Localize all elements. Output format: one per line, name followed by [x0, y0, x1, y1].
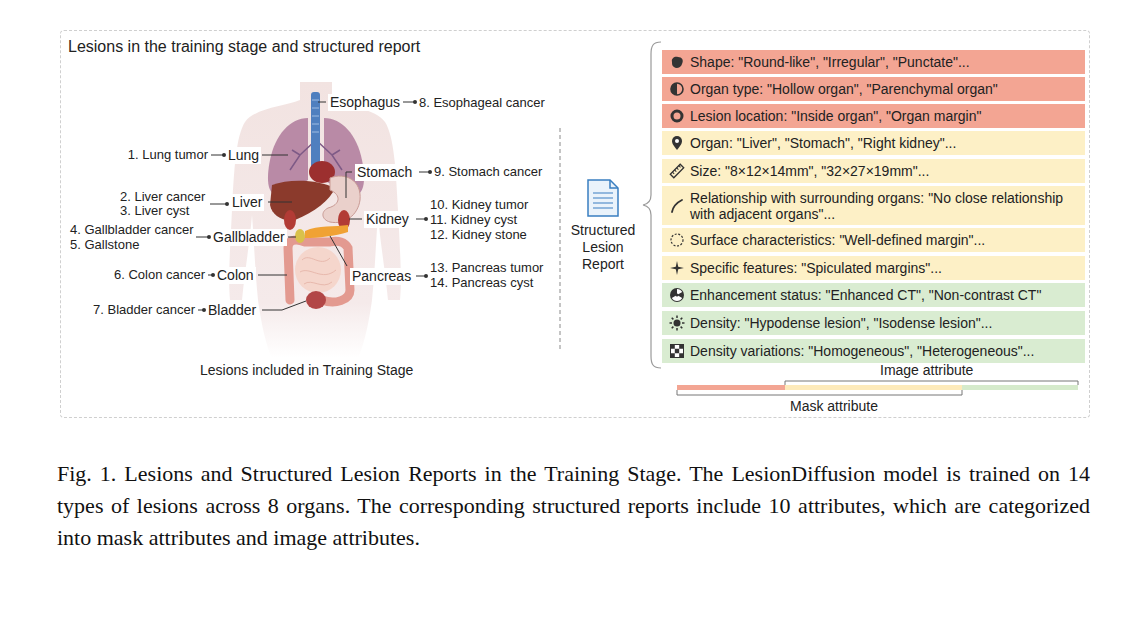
- lesion-name: 3. Liver cyst: [120, 203, 189, 219]
- attribute-bar: Organ: "Liver", "Stomach", "Right kidney…: [662, 131, 1085, 155]
- figure-heading: Lesions in the training stage and struct…: [68, 37, 420, 56]
- attribute-bar: Lesion location: "Inside organ", "Organ …: [662, 104, 1085, 128]
- gallbladder: [295, 229, 305, 243]
- lesion-name: 11. Kidney cyst: [430, 212, 517, 228]
- leader-dots: [202, 100, 432, 312]
- shared-color-band: [785, 385, 962, 390]
- attribute-icon: [669, 54, 685, 70]
- attribute-text: Density: "Hypodense lesion", "Isodense l…: [690, 315, 992, 331]
- attribute-icon-glyph: [669, 198, 685, 214]
- lesion-name: 14. Pancreas cyst: [430, 275, 533, 291]
- organ-name: Stomach: [355, 164, 414, 181]
- small-intestine-folds: [300, 258, 336, 285]
- lesion-name: 6. Colon cancer: [114, 267, 205, 283]
- mask-color-band: [677, 385, 785, 390]
- attribute-icon-glyph: [669, 81, 685, 97]
- attribute-text: Density variations: "Homogeneous", "Hete…: [690, 343, 1034, 359]
- lesion-name: 8. Esophageal cancer: [419, 95, 545, 111]
- bracket-label: Mask attribute: [790, 398, 878, 415]
- attribute-bar: Density variations: "Homogeneous", "Hete…: [662, 339, 1085, 363]
- attribute-text: Relationship with surrounding organs: "N…: [690, 190, 1079, 222]
- attribute-icon-glyph: [669, 287, 685, 303]
- attribute-bar: Surface characteristics: "Well-defined m…: [662, 228, 1085, 252]
- attribute-icon-glyph: [669, 232, 685, 248]
- panel-subtitle: Lesions included in Training Stage: [200, 362, 413, 379]
- image-bracket: [785, 381, 1078, 385]
- attribute-icon-glyph: [669, 260, 685, 276]
- attribute-text: Organ type: "Hollow organ", "Parenchymal…: [690, 81, 998, 97]
- brace: [643, 42, 661, 368]
- attribute-icon: [669, 343, 685, 359]
- organ-name: Bladder: [206, 302, 258, 319]
- organ-name: Kidney: [364, 211, 411, 228]
- lesion-name: 13. Pancreas tumor: [430, 260, 543, 276]
- attribute-icon-glyph: [669, 108, 685, 124]
- attribute-icon: [669, 163, 685, 179]
- lesion-name: 9. Stomach cancer: [434, 164, 542, 180]
- kidney: [284, 210, 296, 230]
- attribute-bar: Shape: "Round-like", "Irregular", "Punct…: [662, 50, 1085, 74]
- attribute-text: Size: "8×12×14mm", "32×27×19mm"...: [690, 163, 929, 179]
- attribute-text: Shape: "Round-like", "Irregular", "Punct…: [690, 54, 970, 70]
- attribute-icon: [669, 287, 685, 303]
- attribute-icon: [669, 232, 685, 248]
- attribute-icon-glyph: [669, 343, 685, 359]
- attribute-bar: Relationship with surrounding organs: "N…: [662, 186, 1085, 225]
- attribute-text: Organ: "Liver", "Stomach", "Right kidney…: [690, 135, 956, 151]
- lesion-name: 5. Gallstone: [70, 237, 139, 253]
- leader-lines: [196, 102, 430, 310]
- attribute-icon: [669, 315, 685, 331]
- organ-name: Liver: [230, 194, 264, 211]
- small-intestine: [295, 247, 341, 293]
- attribute-bar: Size: "8×12×14mm", "32×27×19mm"...: [662, 159, 1085, 183]
- pancreas: [305, 225, 348, 238]
- attribute-text: Lesion location: "Inside organ", "Organ …: [690, 108, 981, 124]
- organ-name: Colon: [215, 267, 256, 284]
- esophagus: [311, 92, 320, 172]
- attribute-bar: Enhancement status: "Enhanced CT", "Non-…: [662, 283, 1085, 307]
- figure-caption: Fig. 1. Lesions and Structured Lesion Re…: [57, 458, 1090, 554]
- organ-name: Gallbladder: [211, 229, 287, 246]
- lesion-name: 7. Bladder cancer: [93, 302, 195, 318]
- attribute-text: Enhancement status: "Enhanced CT", "Non-…: [690, 287, 1041, 303]
- divider: [560, 128, 561, 352]
- organ-name: Lung: [226, 147, 261, 164]
- attribute-text: Specific features: "Spiculated margins".…: [690, 260, 942, 276]
- attribute-icon: [669, 108, 685, 124]
- bracket-label: Image attribute: [880, 362, 973, 379]
- lesion-name: 2. Liver cancer: [120, 189, 205, 205]
- lesion-name: 1. Lung tumor: [128, 147, 208, 163]
- lesion-name: 4. Gallbladder cancer: [70, 222, 194, 238]
- report-label: Structured Lesion Report: [561, 222, 645, 273]
- document-icon: [588, 180, 618, 216]
- attribute-bar: Specific features: "Spiculated margins".…: [662, 256, 1085, 280]
- lesion-name: 12. Kidney stone: [430, 227, 527, 243]
- attribute-icon-glyph: [669, 135, 685, 151]
- organ-name: Esophagus: [328, 94, 402, 111]
- bladder: [306, 291, 326, 309]
- organ-name: Pancreas: [350, 268, 413, 285]
- attribute-bar: Organ type: "Hollow organ", "Parenchymal…: [662, 77, 1085, 101]
- attribute-icon-glyph: [669, 163, 685, 179]
- attribute-icon: [669, 135, 685, 151]
- esophagus-rings: [312, 100, 319, 132]
- attribute-bar: Density: "Hypodense lesion", "Isodense l…: [662, 311, 1085, 335]
- attribute-icon: [669, 81, 685, 97]
- attribute-icon-glyph: [669, 315, 685, 331]
- attribute-icon: [669, 198, 685, 214]
- attribute-icon: [669, 260, 685, 276]
- lesion-name: 10. Kidney tumor: [430, 197, 528, 213]
- image-color-band: [962, 385, 1078, 390]
- mask-bracket: [677, 390, 962, 395]
- attribute-icon-glyph: [669, 54, 685, 70]
- attribute-text: Surface characteristics: "Well-defined m…: [690, 232, 985, 248]
